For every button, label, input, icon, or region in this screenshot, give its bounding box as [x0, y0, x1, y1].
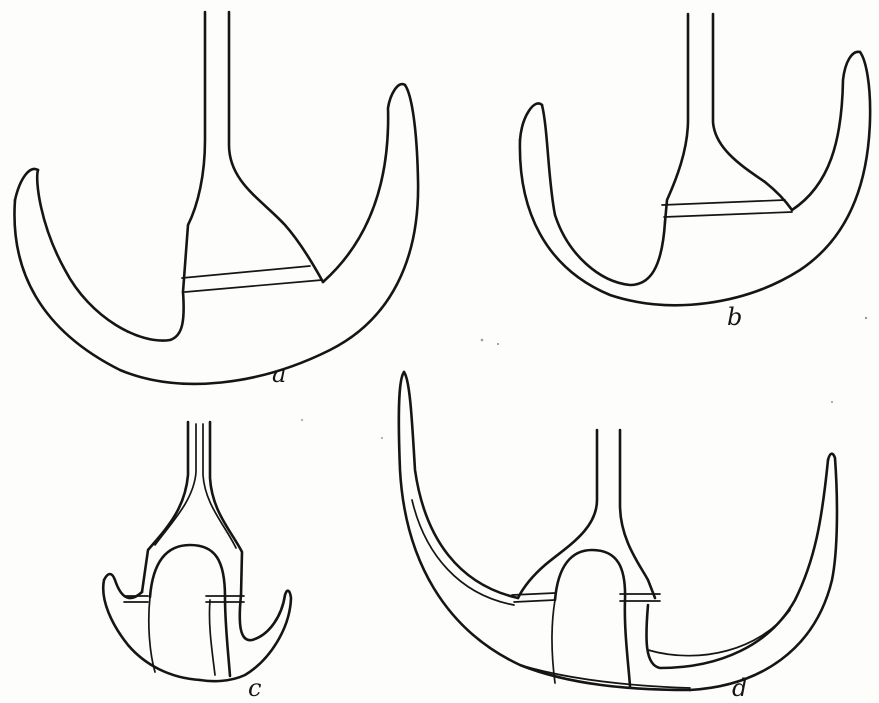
panel-c-stem-inner-left [155, 424, 196, 545]
panel-c-bulb-inner-left [149, 597, 155, 672]
panel-c-bulb-inner-right [209, 600, 215, 675]
panel-a-suture-top [182, 266, 310, 278]
panel-d-label: d [732, 676, 747, 700]
panel-b-cup-outer [520, 52, 870, 305]
panel-d-stem-right [620, 430, 655, 598]
panel-d-right-arm-inner [646, 460, 828, 668]
panel-a-cup-inner [37, 170, 183, 341]
panel-b-stem-right [713, 14, 792, 210]
panel-d-left-suture-1 [512, 593, 555, 595]
panel-c-label: c [248, 676, 261, 700]
panel-d-stem-left [518, 430, 597, 598]
panel-c-drawing [103, 422, 291, 681]
panel-b-left-tip [520, 103, 542, 140]
panel-a-drawing [14, 12, 418, 384]
panel-b-cup-inner [542, 105, 665, 285]
panel-d-bulb-inner [552, 600, 555, 683]
panel-b-stem-left [665, 14, 688, 222]
panel-a-stem-right [229, 12, 323, 282]
panel-c-stem-inner-right [203, 424, 236, 548]
panel-c-stem-right [210, 422, 242, 595]
panel-a-stem-left [183, 12, 205, 292]
panel-c-stem-left [142, 422, 188, 592]
panel-a-label: a [272, 362, 286, 386]
panel-b-suture-bottom [664, 212, 792, 217]
panel-a-right-horn-inner [323, 84, 405, 282]
panel-d-left-suture-2 [514, 600, 555, 602]
panel-c-bulb [150, 545, 230, 676]
paper-specks [301, 317, 867, 439]
panel-a-suture-bottom [185, 280, 322, 292]
panel-a-left-tip [15, 169, 38, 200]
panel-b-right-horn-inner [792, 52, 860, 210]
panel-a-cup-outer [14, 85, 418, 384]
panel-d-drawing [399, 372, 837, 690]
panel-b-label: b [727, 305, 742, 329]
panel-b-suture-top [662, 200, 785, 205]
panel-b-drawing [520, 14, 870, 305]
panel-d-bulb [555, 550, 630, 686]
